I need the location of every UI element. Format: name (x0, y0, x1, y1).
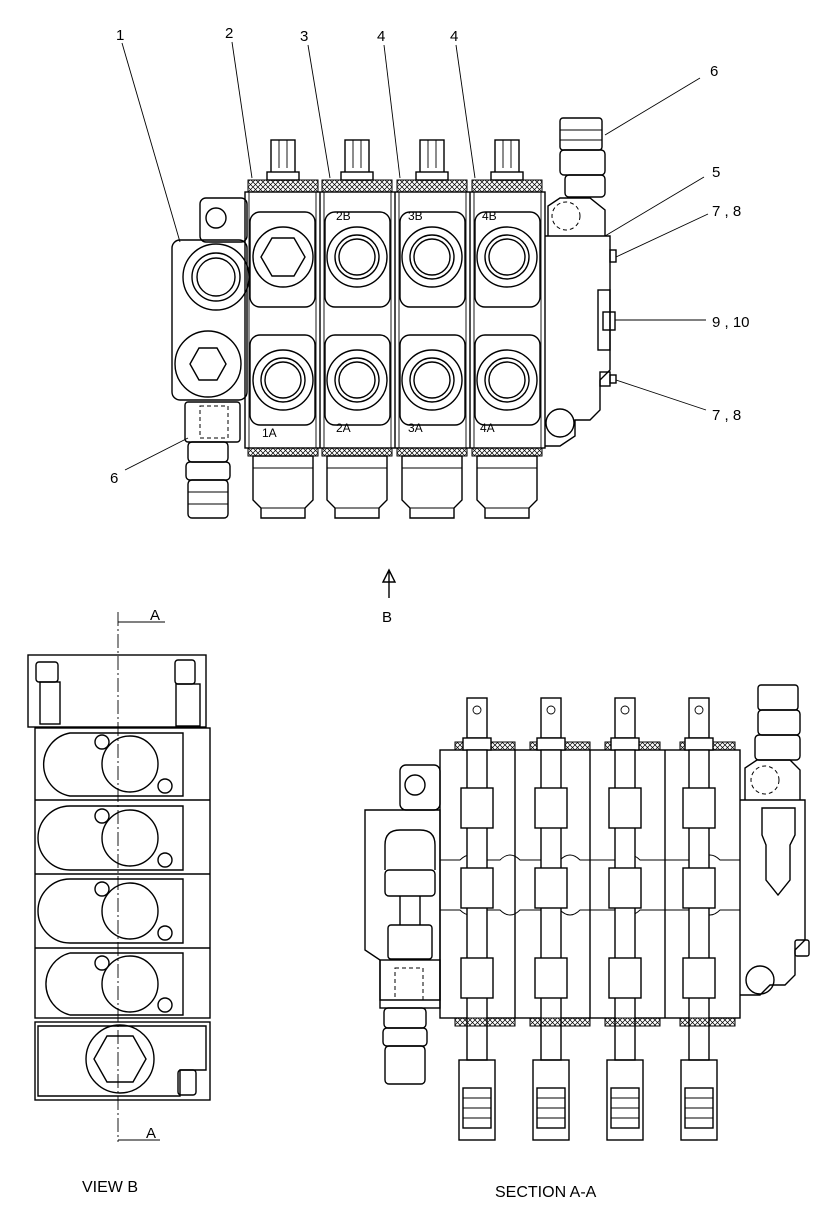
view-b-port-4 (45, 952, 184, 1016)
section-mark-top: A (150, 607, 160, 624)
callout-4-a: 4 (377, 28, 385, 45)
callout-7-8-top: 7 , 8 (712, 203, 741, 220)
view-b-port-1 (43, 732, 184, 797)
view-b: A A (27, 607, 211, 1142)
view-arrow-label: B (382, 609, 392, 626)
callout-6-bottom: 6 (110, 470, 118, 487)
callout-2: 2 (225, 25, 233, 42)
caption-section-a-a: SECTION A-A (495, 1184, 597, 1200)
caption-view-b: VIEW B (82, 1179, 138, 1196)
section-a-a (364, 684, 810, 1141)
port-label-1A: 1A (262, 426, 277, 440)
callout-5: 5 (712, 164, 720, 181)
port-label-2B: 2B (336, 209, 351, 223)
port-label-4A: 4A (480, 421, 495, 435)
callout-3: 3 (300, 28, 308, 45)
callout-9-10: 9 , 10 (712, 314, 750, 331)
view-b-port-3 (37, 878, 184, 944)
view-b-arrow (381, 568, 397, 598)
main-view-callouts: 1 2 3 4 4 6 5 7 , 8 9 , 10 7 , 8 6 2B 3B… (110, 25, 750, 626)
port-label-4B: 4B (482, 209, 497, 223)
callout-7-8-bottom: 7 , 8 (712, 407, 741, 424)
callout-1: 1 (116, 27, 124, 44)
port-label-3B: 3B (408, 209, 423, 223)
port-label-3A: 3A (408, 421, 423, 435)
section-mark-bottom: A (146, 1125, 156, 1142)
callout-6-top: 6 (710, 63, 718, 80)
callout-4-b: 4 (450, 28, 458, 45)
main-view (171, 117, 617, 519)
view-b-port-2 (37, 805, 184, 871)
port-label-2A: 2A (336, 421, 351, 435)
